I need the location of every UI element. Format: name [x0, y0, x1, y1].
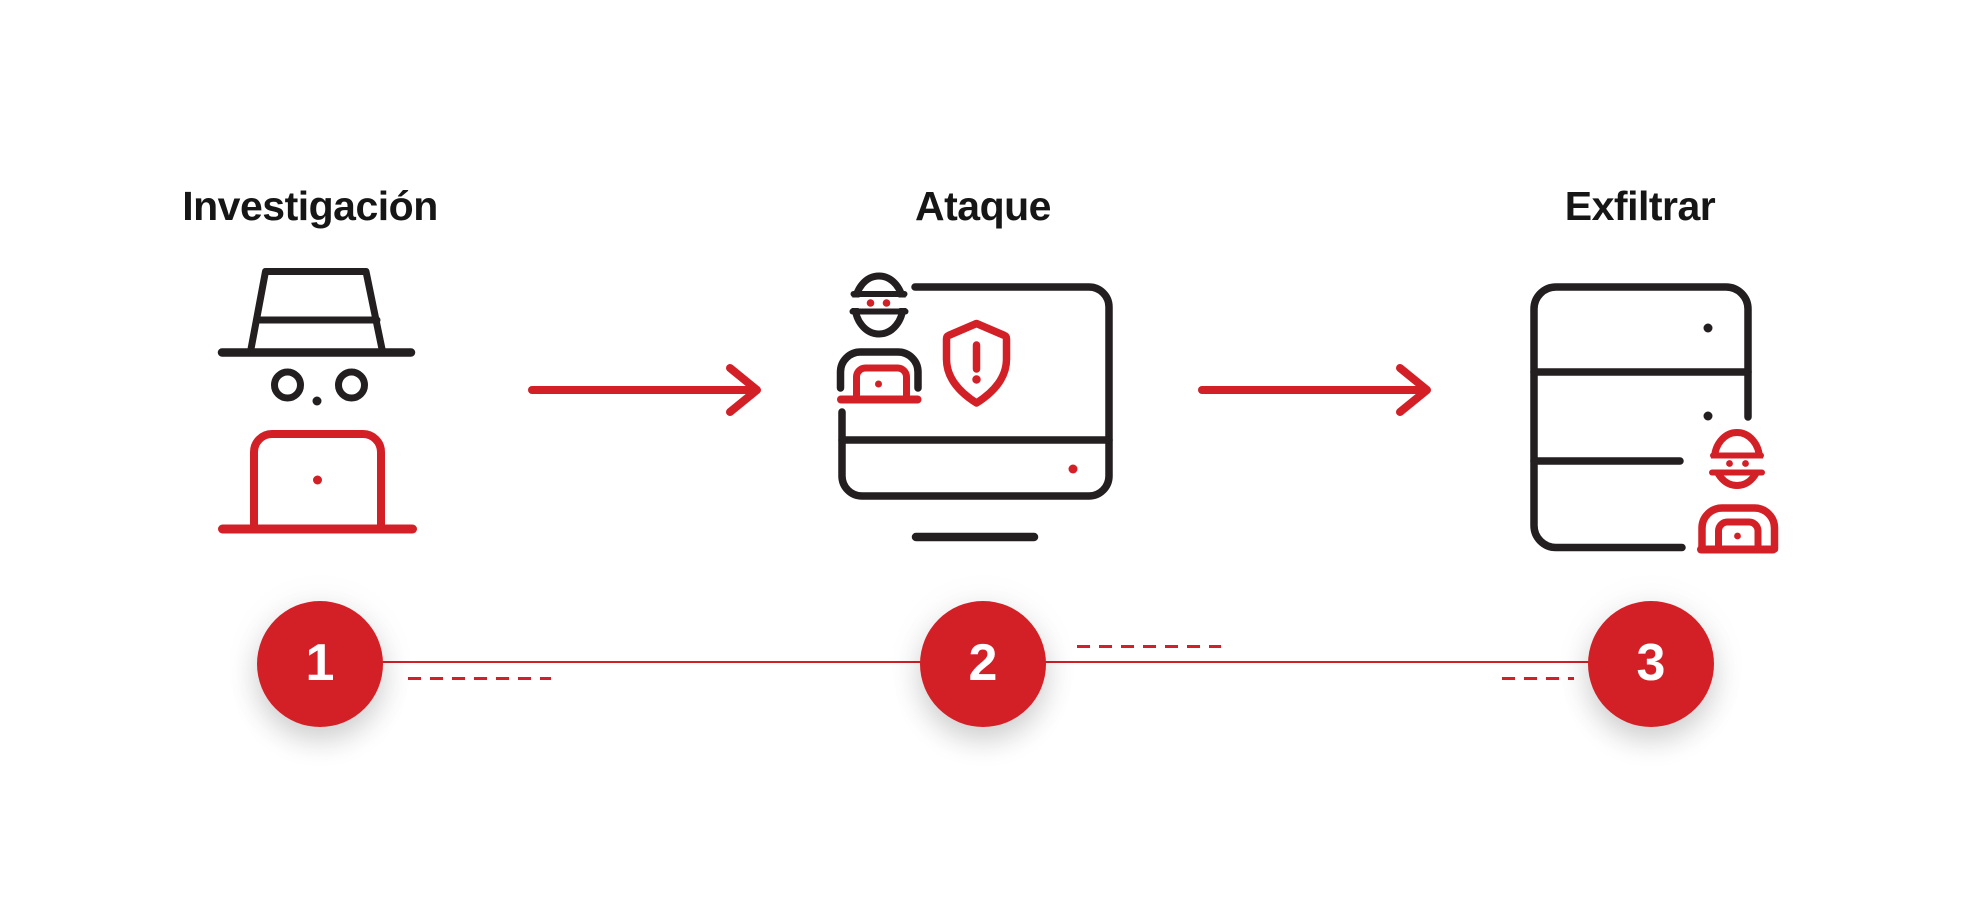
spy-hat-icon	[217, 268, 416, 357]
red-masked-hacker-figure-icon	[1697, 429, 1779, 554]
step-number-1: 1	[305, 634, 335, 692]
server-rack-icon	[1530, 283, 1752, 552]
right-arrow-icon	[1198, 364, 1431, 416]
incognito-spy-laptop-icon	[217, 268, 417, 534]
right-arrow-icon	[528, 364, 761, 416]
step-title-exfiltrar: Exfiltrar	[1564, 183, 1716, 229]
step-badge-3: 3	[1588, 601, 1714, 727]
timeline-dashed-segment	[1502, 677, 1574, 680]
step-badge-2: 2	[920, 601, 1046, 727]
step-number-3: 3	[1636, 634, 1666, 692]
monitor-icon	[838, 283, 1113, 542]
server-data-theft-icon	[1530, 283, 1779, 554]
masked-hacker-figure-icon	[836, 272, 922, 404]
red-laptop-icon	[218, 430, 417, 534]
spy-glasses-icon	[271, 368, 368, 406]
step-title-ataque: Ataque	[915, 183, 1051, 229]
timeline-dashed-segment	[1077, 645, 1221, 648]
step-badge-1: 1	[257, 601, 383, 727]
alert-shield-icon	[942, 319, 1011, 407]
step-title-investigacion: Investigación	[182, 183, 438, 229]
step-number-2: 2	[968, 634, 998, 692]
timeline-dashed-segment	[408, 677, 551, 680]
hacker-monitor-alert-shield-icon	[836, 272, 1113, 542]
